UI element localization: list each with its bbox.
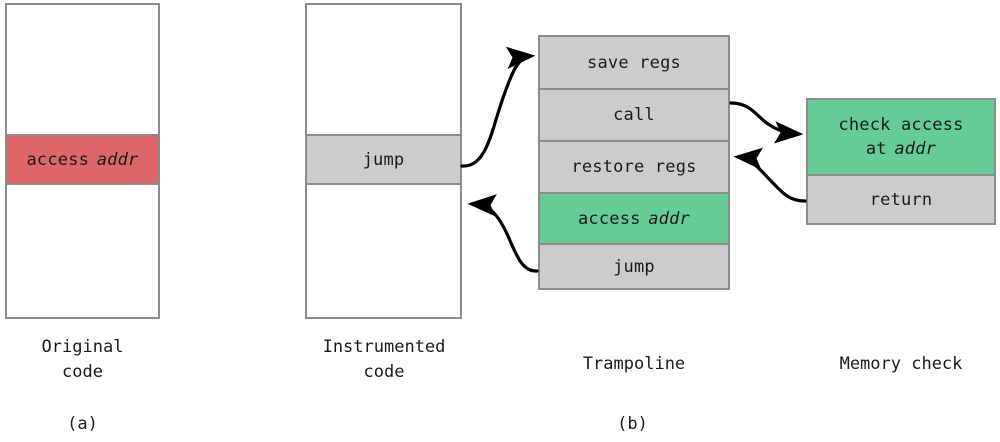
trampoline-save-regs-label: save regs: [587, 52, 681, 73]
trampoline-access-emphasis: addr: [648, 208, 690, 229]
instrumented-code-block: jump: [305, 3, 462, 319]
trampoline-row-jump: jump: [540, 243, 728, 288]
original-code-block: access addr: [5, 3, 160, 319]
trampoline-jump-label: jump: [613, 256, 655, 277]
trampoline-caption: Trampoline: [582, 354, 686, 374]
instrumented-code-jump-label: jump: [362, 149, 405, 170]
original-code-row-access: access addr: [7, 134, 158, 185]
instrumented-code-row-jump: jump: [307, 134, 460, 185]
trampoline-restore-regs-label: restore regs: [571, 157, 697, 177]
original-code-access-label: access: [26, 149, 90, 170]
memory-check-check-access-label: check access: [838, 115, 964, 135]
trampoline-row-save-regs: save regs: [540, 37, 728, 88]
memory-check-at-label: at: [865, 139, 887, 159]
trampoline-row-access: access addr: [540, 192, 728, 243]
trampoline-row-call: call: [540, 88, 728, 140]
subfigure-label-b: (b): [617, 414, 648, 434]
instrumented-code-row-empty-bottom: [307, 185, 460, 317]
arrow-memory-check-return: [733, 147, 807, 203]
trampoline-call-label: call: [613, 105, 655, 125]
trampoline-block: save regs call restore regs access addr j…: [538, 35, 730, 290]
arrow-jump-to-trampoline: [460, 46, 536, 168]
instrumented-code-row-empty-top: [307, 5, 460, 134]
original-code-row-empty-bottom: [7, 185, 158, 317]
memory-check-return-label: return: [869, 189, 933, 210]
original-code-row-empty-top: [7, 5, 158, 134]
trampoline-access-label: access: [578, 208, 641, 229]
original-code-access-emphasis: addr: [96, 149, 139, 170]
arrow-trampoline-jump-back: [467, 194, 539, 273]
instrumented-code-caption: Instrumented code: [322, 337, 446, 382]
memory-check-caption: Memory check: [839, 354, 963, 374]
memory-check-row-return: return: [808, 174, 994, 223]
original-code-caption: Original code: [41, 337, 124, 382]
arrow-call-to-memory-check: [729, 101, 804, 144]
subfigure-label-a: (a): [67, 414, 98, 434]
trampoline-row-restore-regs: restore regs: [540, 140, 728, 192]
memory-check-emphasis: addr: [894, 139, 937, 159]
